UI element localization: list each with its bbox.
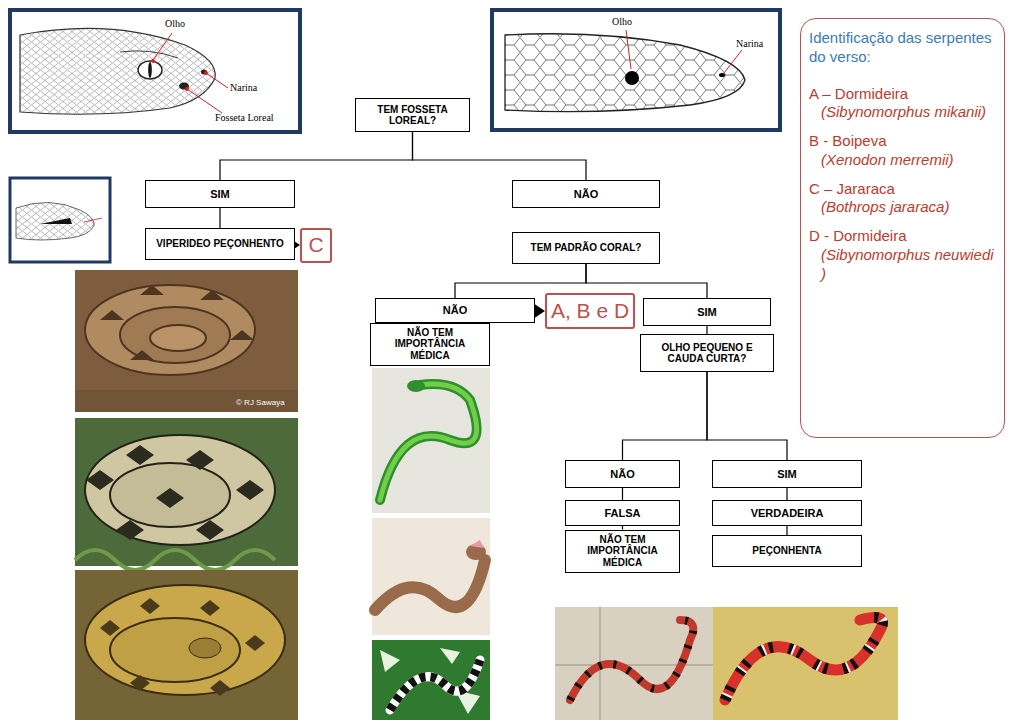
colubrid-head xyxy=(492,10,780,130)
box-label: NÃO xyxy=(610,468,634,481)
viper-photo xyxy=(75,418,298,570)
photo-credit: © RJ Sawaya xyxy=(236,398,285,407)
true-coral-photo xyxy=(713,607,898,720)
snake-letter: A, B e D xyxy=(545,293,635,329)
part-label: Narina xyxy=(736,38,763,49)
box-label: NÃO TEM IMPORTÂNCIA MÉDICA xyxy=(570,534,675,569)
box-label: C xyxy=(308,233,323,257)
box-label: TEM FOSSETA LOREAL? xyxy=(360,104,465,127)
key-entry: D - Dormideira xyxy=(809,227,907,246)
box-label: NÃO TEM IMPORTÂNCIA MÉDICA xyxy=(375,327,485,362)
answer-box: SIM xyxy=(145,180,295,208)
answer-box: SIM xyxy=(643,298,771,326)
connector xyxy=(706,326,707,334)
harmless-snake-photo xyxy=(372,518,490,635)
part-label: Olho xyxy=(612,16,632,27)
harmless-snake-photo xyxy=(372,368,490,513)
part-label: Olho xyxy=(165,18,185,29)
connector xyxy=(622,488,623,500)
connector xyxy=(413,132,587,180)
viper-photo xyxy=(75,570,298,720)
box-label: PEÇONHENTA xyxy=(752,545,821,557)
box-label: NÃO xyxy=(443,304,467,317)
false-coral-photo xyxy=(555,607,713,720)
box-label: OLHO PEQUENO E CAUDA CURTA? xyxy=(645,342,769,365)
box-label: SIM xyxy=(697,306,717,319)
connector xyxy=(219,208,220,228)
key-entry: A – Dormideira xyxy=(809,85,908,104)
box-label: FALSA xyxy=(604,507,640,520)
snake-letter: C xyxy=(300,228,332,263)
part-label: Fosseta Loreal xyxy=(215,112,274,123)
result-box: VIPERIDEO PEÇONHENTO xyxy=(145,228,295,260)
box-label: SIM xyxy=(210,188,230,201)
box-label: NÃO xyxy=(574,188,598,201)
box-label: SIM xyxy=(777,468,797,481)
answer-box: NÃO xyxy=(375,298,535,323)
viper-photo xyxy=(75,270,298,412)
answer-box: NÃO xyxy=(512,180,660,208)
answer-box: NÃO xyxy=(565,460,680,488)
key-entry: C – Jararaca xyxy=(809,180,895,199)
connector xyxy=(786,526,787,535)
result-box: VERDADEIRA xyxy=(712,500,862,526)
key-heading: Identificação das serpentes do verso: xyxy=(809,29,996,67)
box-label: VIPERIDEO PEÇONHENTO xyxy=(156,238,284,250)
harmless-snake-photo xyxy=(372,640,490,720)
decision-box: TEM PADRÃO CORAL? xyxy=(512,232,660,264)
box-label: VERDADEIRA xyxy=(751,507,824,520)
key-entry: B - Boipeva xyxy=(809,132,887,151)
box-label: TEM PADRÃO CORAL? xyxy=(531,242,642,254)
key-entry: (Xenodon merremii) xyxy=(809,151,954,170)
result-box: FALSA xyxy=(565,500,680,526)
decision-box: TEM FOSSETA LOREAL? xyxy=(355,98,470,132)
answer-box: SIM xyxy=(712,460,862,488)
connector xyxy=(220,132,413,180)
result-box: NÃO TEM IMPORTÂNCIA MÉDICA xyxy=(565,530,680,573)
connector xyxy=(786,488,787,500)
result-box: NÃO TEM IMPORTÂNCIA MÉDICA xyxy=(370,323,490,366)
part-label: Narina xyxy=(230,82,257,93)
result-box: PEÇONHENTA xyxy=(712,535,862,567)
key-entry: (Sibynomorphus mikanii) xyxy=(809,103,986,122)
pit-viper-head xyxy=(10,10,300,132)
connector xyxy=(707,372,787,460)
box-label: A, B e D xyxy=(551,299,629,323)
decision-box: OLHO PEQUENO E CAUDA CURTA? xyxy=(640,334,774,372)
connector xyxy=(623,372,708,460)
key-entry: (Bothrops jararaca) xyxy=(809,198,949,217)
small-head xyxy=(10,178,110,262)
key-entry: (Sibynomorphus neuwiedi ) xyxy=(809,246,996,284)
species-key: Identificação das serpentes do verso: A –… xyxy=(800,18,1005,438)
